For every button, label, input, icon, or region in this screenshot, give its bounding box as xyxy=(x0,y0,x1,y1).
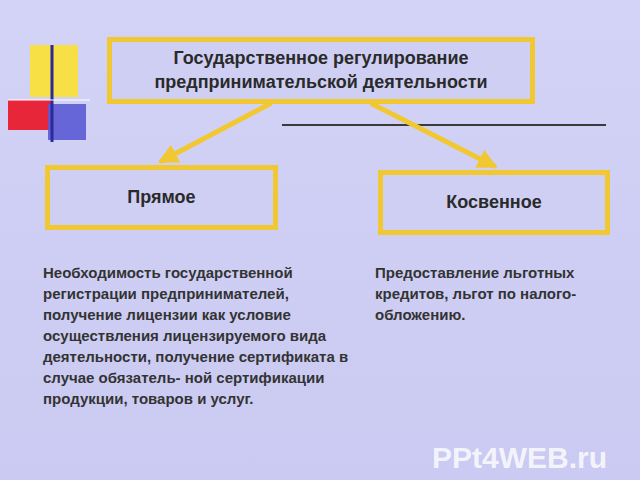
yellow-square xyxy=(30,45,78,97)
arrow-connector xyxy=(372,104,494,166)
box-text: Государственное регулирование предприним… xyxy=(119,47,523,94)
box-text: Косвенное xyxy=(446,191,541,214)
description-text: Необходимость государственной регистраци… xyxy=(43,262,355,409)
divider-line xyxy=(282,124,606,126)
blue-square xyxy=(48,104,86,140)
title-box: Государственное регулирование предприним… xyxy=(107,37,535,104)
category-box: Прямое xyxy=(45,165,278,230)
arrow-connector xyxy=(162,104,270,161)
thin-line xyxy=(8,100,90,101)
red-rectangle xyxy=(8,100,52,130)
category-box: Косвенное xyxy=(378,170,610,235)
blue-line xyxy=(51,45,54,142)
description-text: Предоставление льготных кредитов, льгот … xyxy=(375,262,625,325)
watermark: PPt4WEB.ru xyxy=(432,440,632,476)
box-text: Прямое xyxy=(127,186,195,209)
